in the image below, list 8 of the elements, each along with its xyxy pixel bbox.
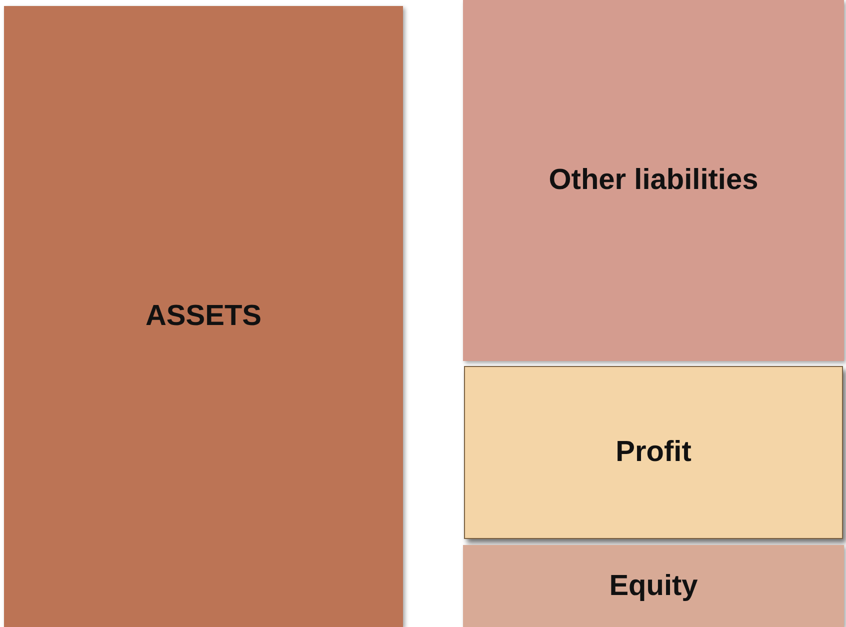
equity-block — [463, 545, 844, 627]
block-label: Equity — [609, 570, 698, 602]
assets-block — [4, 6, 403, 627]
block-label: Profit — [616, 436, 692, 469]
profit-block — [464, 366, 843, 539]
block-label: ASSETS — [145, 300, 262, 333]
liabilities-block — [463, 0, 844, 361]
block-label: Other liabilities — [548, 164, 758, 197]
